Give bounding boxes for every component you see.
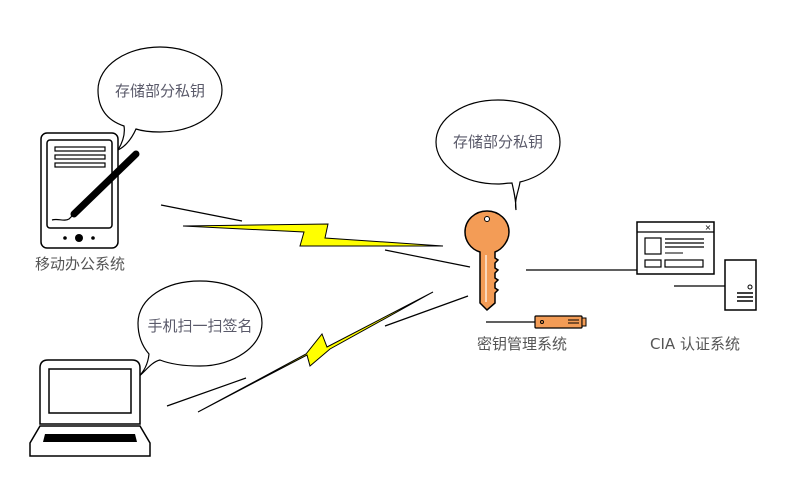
- cia-system-label: CIA 认证系统: [650, 335, 740, 353]
- speech-bubble-mobile: 存储部分私钥: [97, 46, 223, 152]
- speech-bubble-laptop: 手机扫一扫签名: [136, 280, 263, 379]
- speech-bubble-key: 存储部分私钥: [435, 99, 561, 211]
- usb-dongle-icon: [486, 315, 587, 329]
- bubble-text: 存储部分私钥: [453, 133, 543, 151]
- key-management-label: 密钥管理系统: [477, 335, 567, 353]
- tablet-pen-icon: [40, 132, 140, 249]
- lightning-icon: [197, 291, 434, 413]
- svg-text:×: ×: [705, 223, 712, 232]
- bubble-text: 手机扫一扫签名: [147, 317, 252, 335]
- key-icon: [464, 210, 510, 312]
- window-icon: ×: [636, 221, 715, 275]
- bubble-text: 存储部分私钥: [115, 82, 205, 100]
- mobile-system-label: 移动办公系统: [35, 255, 125, 273]
- lightning-icon: [182, 223, 444, 247]
- server-icon: [724, 259, 757, 311]
- laptop-icon: [29, 359, 151, 457]
